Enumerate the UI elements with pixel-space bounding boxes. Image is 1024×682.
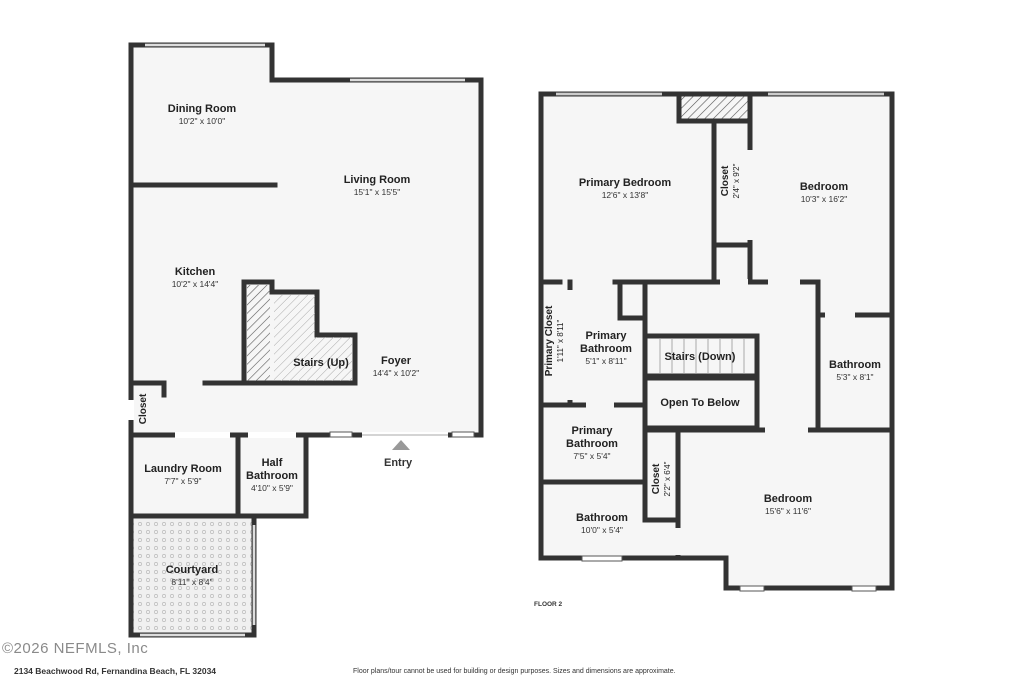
- floor-1: [128, 42, 484, 638]
- floor-2-label: FLOOR 2: [534, 601, 563, 608]
- laundry-fill: [131, 435, 238, 516]
- entry-label: Entry: [384, 457, 413, 469]
- half-bath-fill: [238, 435, 306, 516]
- room-open-to-below: Open To Below: [660, 397, 740, 409]
- f1-laundry-walls: [128, 432, 309, 519]
- copyright-watermark: ©2026 NEFMLS, Inc: [2, 640, 149, 657]
- floor-2-fill: [541, 94, 892, 588]
- floor-1-fill: [131, 45, 481, 435]
- property-address: 2134 Beachwood Rd, Fernandina Beach, FL …: [14, 666, 217, 676]
- entry-sidelight-left: [329, 431, 353, 438]
- disclaimer-text: Floor plans/tour cannot be used for buil…: [353, 668, 676, 675]
- floor-2: [538, 91, 895, 592]
- courtyard-fill: [131, 516, 254, 635]
- entry-sidelight-right: [451, 431, 475, 438]
- stairs-up-hatch-light: [274, 295, 352, 381]
- room-stairs-down: Stairs (Down): [664, 351, 736, 363]
- entry-arrow-icon: [392, 440, 410, 450]
- f1-stair-wall: [202, 279, 358, 386]
- room-closet-f1: Closet: [138, 393, 149, 425]
- f2-chimney: [676, 91, 753, 124]
- stairs-up-hatch-dark: [247, 285, 270, 381]
- room-stairs-up: Stairs (Up): [293, 357, 349, 369]
